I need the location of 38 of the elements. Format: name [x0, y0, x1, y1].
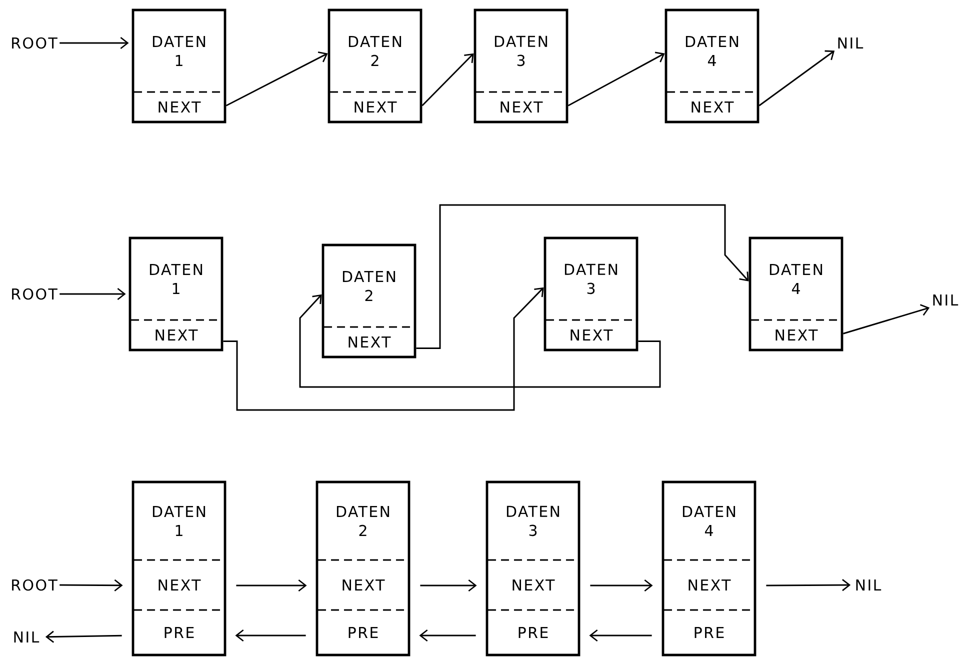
arrow	[226, 52, 328, 106]
list-element-box: DATEN 2 NEXT	[328, 8, 422, 124]
list-element-box: DATEN 2 NEXT	[322, 244, 416, 358]
arrow	[60, 36, 129, 50]
arrow	[766, 579, 851, 592]
list-element-box: DATEN 3 NEXT	[544, 236, 638, 352]
pointer-label: NIL	[14, 632, 40, 642]
pointer-label: ROOT	[12, 288, 58, 300]
arrow	[60, 288, 126, 300]
arrow	[45, 630, 122, 643]
arrow	[236, 579, 307, 592]
arrow	[590, 579, 653, 592]
arrow	[419, 629, 476, 642]
arrow	[416, 204, 749, 349]
arrow	[589, 629, 652, 642]
list-element-box: DATEN 1 NEXT	[132, 8, 226, 124]
pointer-label: NIL	[933, 294, 958, 306]
list-element-box: DATEN 1 NEXT	[128, 236, 224, 352]
arrow	[223, 287, 544, 411]
arrow	[842, 304, 930, 334]
list-element-box: DATEN 4 NEXT	[748, 236, 844, 352]
arrow	[568, 52, 665, 106]
list-element-box: DATEN 1 NEXT PRE	[132, 480, 226, 656]
pointer-label: ROOT	[12, 37, 58, 49]
arrow	[299, 294, 661, 388]
arrow	[60, 579, 123, 592]
list-element-box: DATEN 4 NEXT PRE	[662, 480, 756, 656]
arrow	[422, 53, 474, 106]
list-element-box: DATEN 2 NEXT PRE	[316, 480, 410, 656]
arrow	[235, 629, 306, 642]
pointer-label: NIL	[838, 38, 864, 48]
arrow	[420, 579, 477, 592]
arrow	[758, 50, 835, 106]
pointer-label: NIL	[856, 580, 882, 590]
list-element-box: DATEN 3 NEXT	[474, 8, 568, 124]
list-element-box: DATEN 3 NEXT PRE	[486, 480, 580, 656]
pointer-label: ROOT	[12, 579, 58, 591]
list-element-box: DATEN 4 NEXT	[664, 8, 760, 124]
